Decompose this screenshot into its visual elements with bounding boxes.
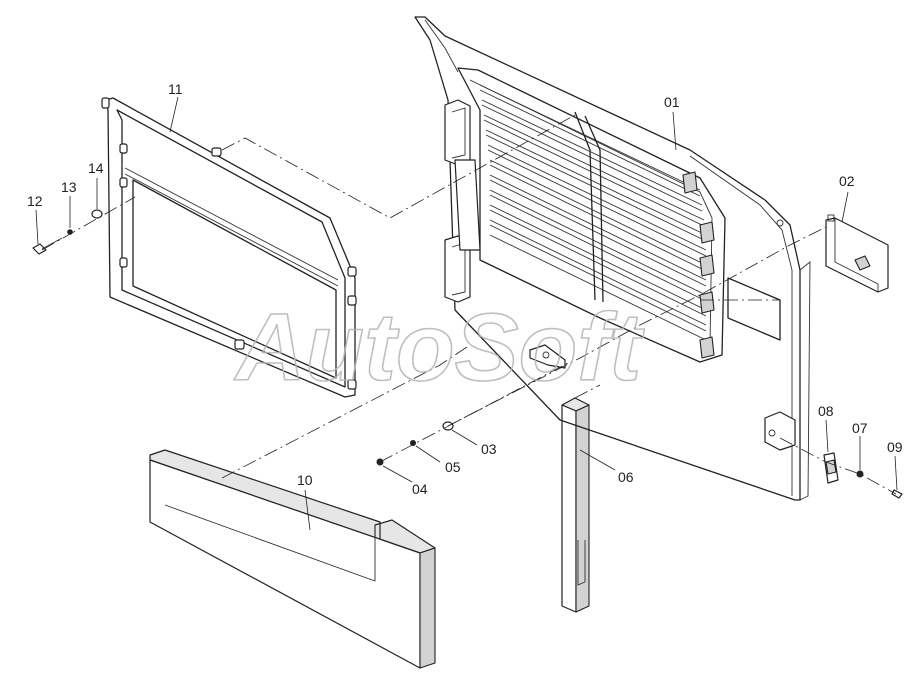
part-10-foam-pad: [149, 449, 436, 669]
fastener-07-nut: [856, 470, 864, 478]
fastener-09-screw: [891, 489, 903, 499]
callout-09: 09: [887, 439, 903, 455]
assembly-lines: [41, 114, 897, 495]
leader-lines: [35, 96, 898, 531]
callout-14: 14: [88, 160, 104, 176]
fastener-14-washer: [91, 209, 103, 219]
callout-labels: 01 02 03 04 05 06 07 08 09 10 11 12 13 1…: [27, 81, 903, 497]
fastener-12-bolt: [32, 237, 63, 255]
part-01-grille-housing: [414, 16, 811, 501]
part-06-foam-strip: [561, 397, 590, 613]
callout-05: 05: [445, 459, 461, 475]
callout-02: 02: [839, 173, 855, 189]
callout-06: 06: [618, 469, 634, 485]
callout-01: 01: [664, 94, 680, 110]
callout-13: 13: [61, 179, 77, 195]
part-08-latch: [823, 452, 839, 484]
watermark-text: AutoSoft: [234, 294, 645, 401]
callout-11: 11: [168, 81, 183, 97]
callout-10: 10: [297, 472, 313, 488]
fastener-05-nut: [410, 440, 416, 446]
callout-08: 08: [818, 403, 834, 419]
part-02-bracket: [825, 214, 889, 293]
callout-12: 12: [27, 193, 43, 209]
part-11-frame-panel: [101, 97, 357, 398]
callout-03: 03: [481, 441, 497, 457]
callout-04: 04: [412, 481, 428, 497]
callout-07: 07: [852, 420, 868, 436]
